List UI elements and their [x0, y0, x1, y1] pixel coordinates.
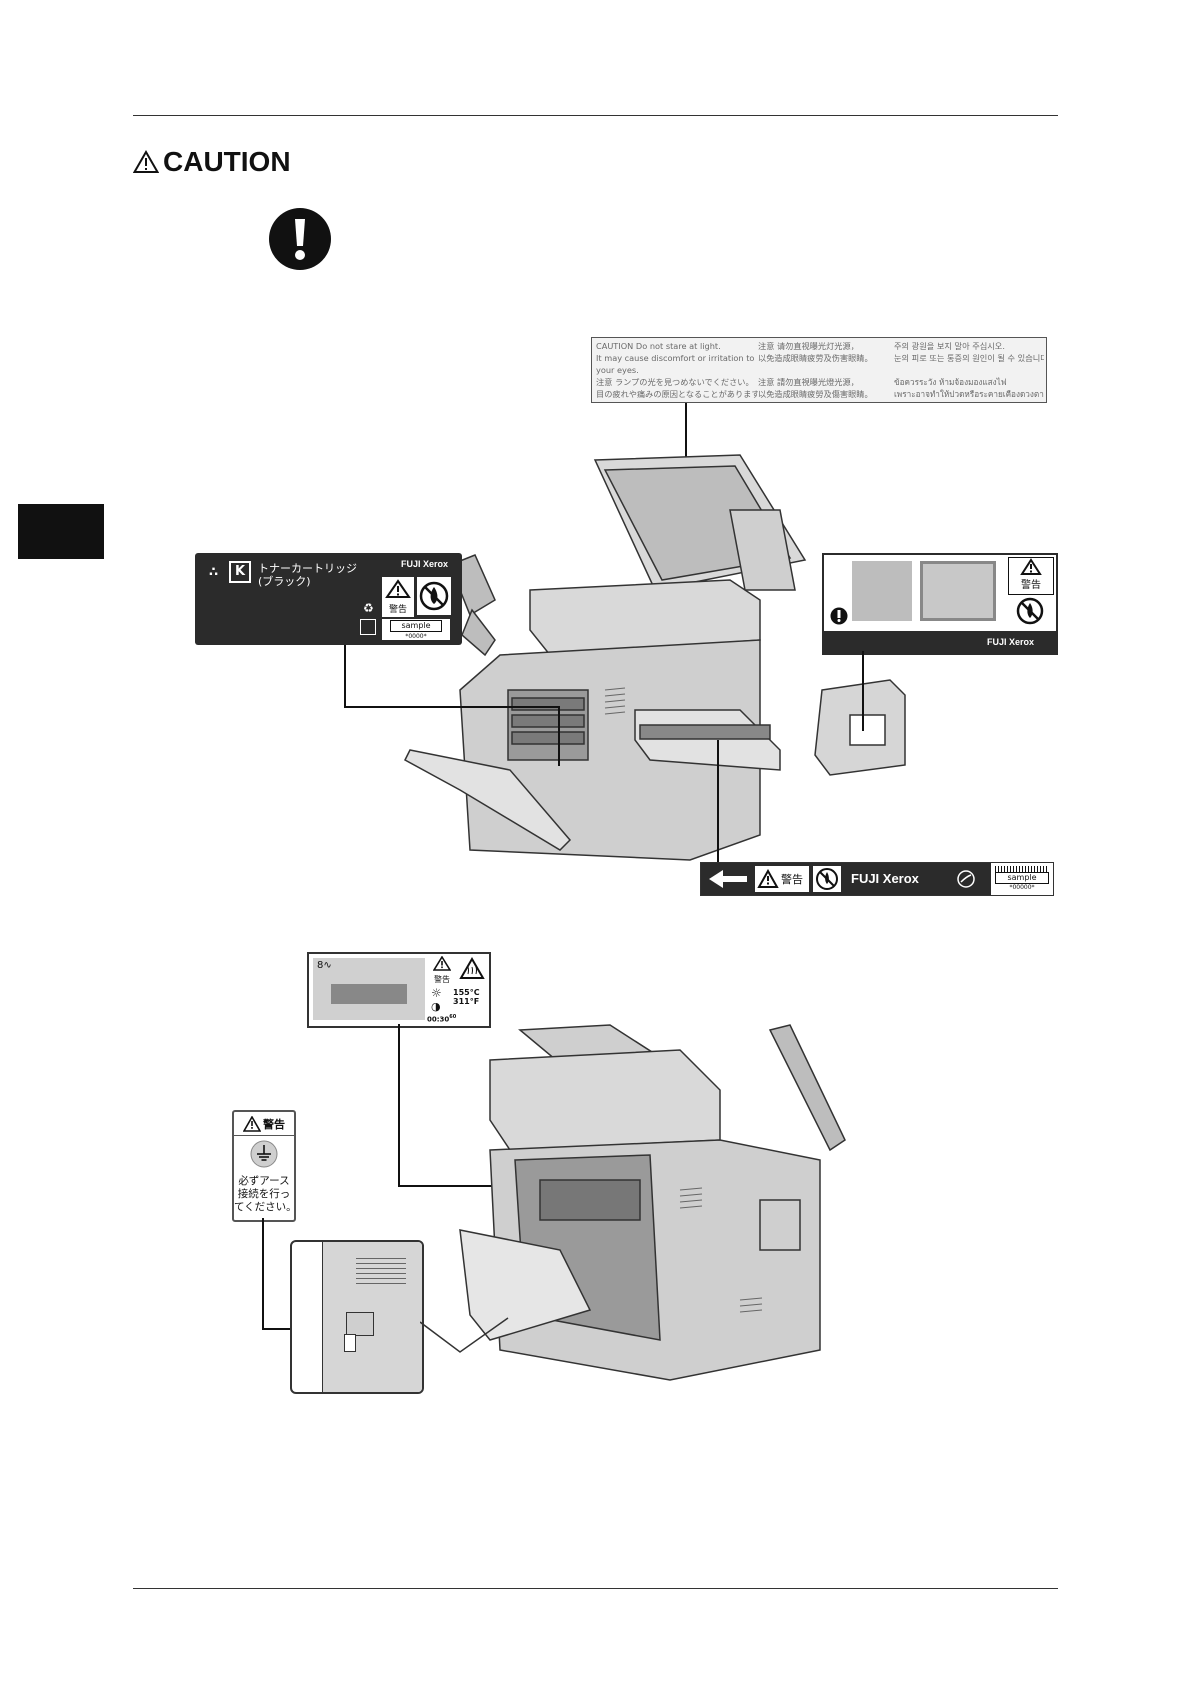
- caution-light-text: 以免造成眼睛疲勞及傷害眼睛。: [758, 389, 873, 399]
- ground-text-line1: 必ずアース: [238, 1175, 290, 1187]
- no-fire-icon: [1016, 597, 1044, 625]
- caution-light-text: ข้อควรระวัง ห้ามจ้องมองแสงไฟ: [894, 377, 1007, 387]
- fuser-time: 00:30: [427, 1015, 450, 1024]
- qr-icon: [360, 619, 376, 635]
- caution-light-text: your eyes.: [596, 365, 639, 375]
- footer-rule: [133, 1588, 1058, 1589]
- hot-surface-icon: [459, 957, 485, 979]
- no-fire-icon: [813, 866, 841, 892]
- leader-line: [862, 651, 864, 731]
- printer-front-illustration: [404, 454, 807, 861]
- caution-light-text: 注意 请勿直视曝光灯光源，: [758, 341, 859, 351]
- caution-heading: CAUTION: [133, 146, 291, 178]
- leader-line: [398, 1024, 400, 1186]
- ground-terminal-inset: [290, 1240, 424, 1394]
- warning-triangle-icon: [432, 955, 452, 971]
- ground-text-line2: 接続を行っ: [237, 1188, 291, 1200]
- warning-triangle-icon: [1020, 558, 1042, 575]
- toner-brand: FUJI Xerox: [400, 559, 448, 569]
- waste-box-prohibited-diagram: [920, 561, 996, 621]
- toner-warning: 警告: [388, 605, 407, 615]
- waste-toner-box-illustration: [814, 679, 906, 776]
- caution-light-text: It may cause discomfort or irritation to: [596, 353, 755, 363]
- leader-line: [558, 706, 560, 766]
- drum-sample: sample: [995, 872, 1049, 884]
- caution-light-text: 눈의 피로 또는 통증의 원인이 될 수 있습니다.: [894, 353, 1044, 363]
- fuser-temp-c: 155°C: [453, 988, 480, 997]
- timer-icon: ◑: [431, 1000, 441, 1013]
- arrow-left-icon: [709, 870, 747, 888]
- chapter-tab: [18, 504, 104, 559]
- label-caution-light: CAUTION Do not stare at light. 注意 请勿直视曝光…: [591, 337, 1047, 403]
- caution-light-text: เพราะอาจทำให้ปวดหรือระคายเคืองดวงตา: [894, 389, 1044, 399]
- fuser-diagram: 8∿: [313, 958, 425, 1020]
- waste-warning: 警告: [1021, 580, 1041, 591]
- drum-code: *00000*: [1009, 884, 1035, 891]
- warning-triangle-icon: [385, 579, 411, 598]
- mandatory-action-icon: [268, 207, 332, 275]
- label-toner-cartridge: ∴ K トナーカートリッジ (ブラック) FUJI Xerox 警告 ♻ sam…: [195, 553, 462, 645]
- caution-title: CAUTION: [163, 146, 291, 177]
- leader-line: [344, 706, 559, 708]
- sun-icon: ☼: [431, 986, 442, 1000]
- drum-warning: 警告: [781, 873, 803, 886]
- caution-light-text: 注意 請勿直視曝光燈光源，: [758, 377, 859, 387]
- toner-title-line2: (ブラック): [258, 575, 311, 588]
- caution-light-text: 주의 광원을 보지 말아 주십시오.: [894, 341, 1005, 351]
- label-drum: 警告 FUJI Xerox sample *00000*: [700, 862, 1054, 896]
- toner-title-line1: トナーカートリッジ: [258, 562, 357, 575]
- recycle-icon: ♻: [363, 601, 374, 615]
- xerox-logo-icon: [957, 870, 975, 888]
- label-waste-toner: 警告 FUJI Xerox: [822, 553, 1058, 655]
- toner-letter: K: [229, 561, 251, 583]
- drum-brand: FUJI Xerox: [851, 871, 919, 886]
- warning-triangle-icon: [133, 150, 159, 173]
- inset-pointer: [420, 1317, 509, 1353]
- mandatory-action-icon: [830, 607, 848, 625]
- leader-line: [398, 1185, 580, 1187]
- ground-text-line3: てください。: [234, 1201, 297, 1213]
- caution-light-text: CAUTION Do not stare at light.: [596, 341, 721, 351]
- waste-box-diagram: [852, 561, 912, 621]
- printer-rear-illustration: [459, 1024, 846, 1381]
- fuser-time-sup: 60: [449, 1014, 457, 1020]
- caution-light-text: 注意 ランプの光を見つめないでください。: [596, 377, 754, 387]
- ground-icon: [250, 1140, 278, 1168]
- leader-line: [262, 1218, 264, 1328]
- toner-sample: sample: [390, 620, 442, 632]
- fuser-temp-f: 311°F: [453, 997, 480, 1006]
- label-ground: 警告 必ずアース 接続を行っ てください。: [232, 1110, 297, 1222]
- warning-triangle-icon: [243, 1116, 261, 1132]
- toner-dots-icon: ∴: [209, 565, 218, 580]
- waste-brand: FUJI Xerox: [824, 631, 1056, 653]
- caution-light-text: 以免造成眼睛疲劳及伤害眼睛。: [758, 353, 873, 363]
- leader-line: [344, 645, 346, 707]
- leader-line: [717, 740, 719, 862]
- no-fire-icon: [417, 577, 451, 615]
- toner-code: *0000*: [405, 633, 427, 640]
- ground-warning: 警告: [263, 1118, 285, 1131]
- fuser-warning: 警告: [434, 975, 450, 984]
- header-rule: [133, 115, 1058, 116]
- warning-triangle-icon: [757, 869, 779, 888]
- caution-light-text: 目の疲れや痛みの原因となることがあります。: [596, 389, 758, 399]
- barcode-icon: [995, 866, 1049, 872]
